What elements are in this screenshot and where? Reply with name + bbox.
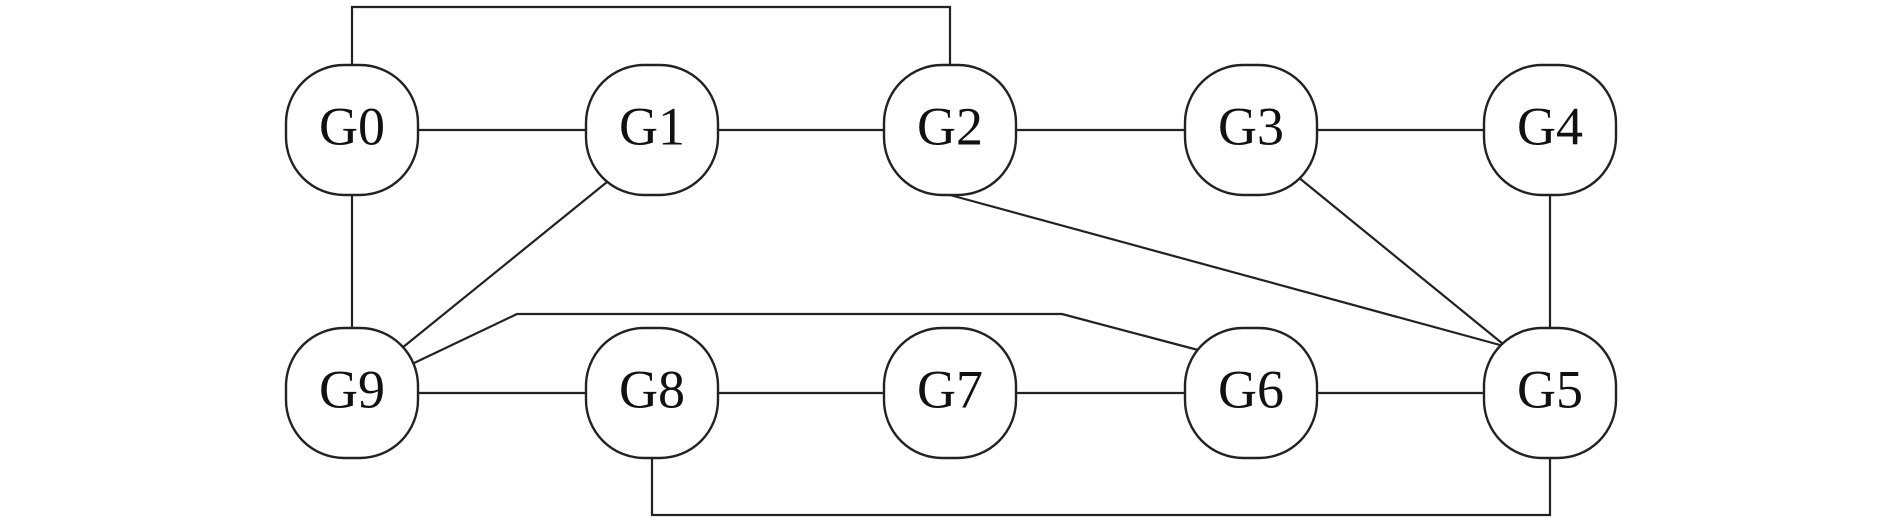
node-shape [284, 63, 420, 197]
edges-layer [350, 5, 1552, 517]
node-g7: G7 [882, 326, 1018, 460]
node-label: G6 [1218, 359, 1284, 419]
edge-g9-g6 [411, 312, 1199, 365]
node-g9: G9 [284, 326, 420, 460]
edge-g2-g5 [949, 193, 1501, 347]
node-g4: G4 [1482, 63, 1618, 197]
node-label: G1 [619, 96, 685, 156]
node-g0: G0 [284, 63, 420, 197]
node-label: G9 [319, 359, 385, 419]
node-shape [882, 63, 1018, 197]
node-label: G5 [1517, 359, 1583, 419]
node-g6: G6 [1183, 326, 1319, 460]
edge-g8-g5 [650, 458, 1552, 517]
node-g8: G8 [584, 326, 720, 460]
node-g3: G3 [1183, 63, 1319, 197]
node-shape [584, 63, 720, 197]
node-shape [584, 326, 720, 460]
node-label: G2 [917, 96, 983, 156]
node-label: G3 [1218, 96, 1284, 156]
node-shape [1183, 326, 1319, 460]
node-g5: G5 [1482, 326, 1618, 460]
node-label: G7 [917, 359, 983, 419]
node-shape [882, 326, 1018, 460]
node-shape [284, 326, 420, 460]
node-g1: G1 [584, 63, 720, 197]
node-shape [1482, 63, 1618, 197]
node-label: G4 [1517, 96, 1583, 156]
node-shape [1183, 63, 1319, 197]
node-label: G0 [319, 96, 385, 156]
edge-g1-g9 [401, 181, 608, 349]
edge-g0-g2 [350, 5, 952, 65]
node-shape [1482, 326, 1618, 460]
node-label: G8 [619, 359, 685, 419]
node-g2: G2 [882, 63, 1018, 197]
edge-g3-g5 [1297, 176, 1504, 345]
